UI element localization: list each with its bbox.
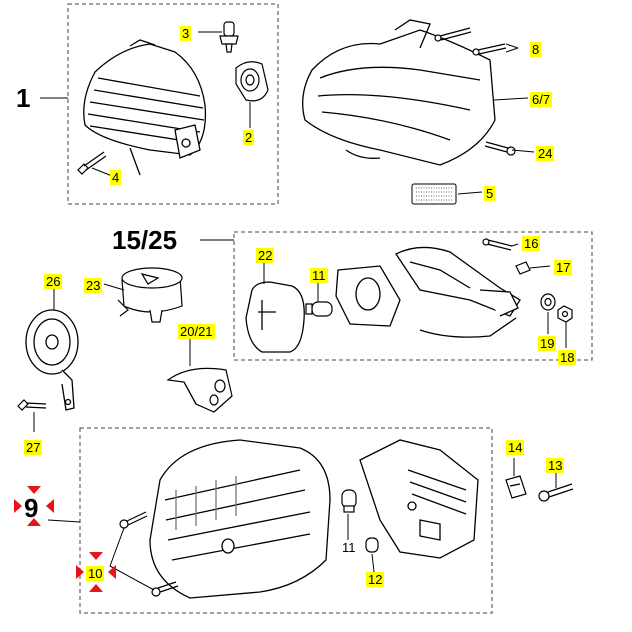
headlight-bulb-drawing <box>219 21 239 53</box>
callout-13: 13 <box>546 458 565 473</box>
callout-9: 9 <box>24 493 39 523</box>
indicator-housing-drawing <box>335 246 521 338</box>
screw-drawing-16 <box>482 238 513 251</box>
tail-bulb-drawing-11 <box>341 489 357 513</box>
bulb-holder-drawing <box>235 61 269 102</box>
beeper-drawing-23 <box>117 267 183 323</box>
callout-8: 8 <box>530 42 542 57</box>
clip-drawing-14 <box>505 475 527 499</box>
callout-22: 22 <box>256 248 275 263</box>
screw-drawing-10a <box>119 511 148 529</box>
tail-light-lens-drawing <box>149 439 331 599</box>
indicator-lens-drawing <box>245 281 305 353</box>
callout-14: 14 <box>506 440 525 455</box>
washer-drawing-17 <box>515 261 531 275</box>
callout-10: 10 <box>86 566 105 581</box>
group-box-indicators <box>233 231 593 361</box>
callout-19: 19 <box>538 336 557 351</box>
leader-lines <box>33 31 567 591</box>
horn-drawing-26 <box>25 309 79 411</box>
tail-bulb-drawing-12 <box>365 537 379 553</box>
screw-drawing-13 <box>538 483 574 502</box>
callout-6-7: 6/7 <box>530 92 553 107</box>
nut-drawing-18 <box>557 305 573 323</box>
screw-drawing-24 <box>484 141 516 156</box>
callout-11-tail: 11 <box>342 540 356 555</box>
spacer-drawing-19 <box>540 293 556 311</box>
callout-4: 4 <box>110 170 122 185</box>
selection-marker-10 <box>76 552 116 592</box>
callout-2: 2 <box>243 130 255 145</box>
bracket-drawing-20-21 <box>166 367 233 413</box>
screw-drawing-10b <box>151 581 179 597</box>
callout-24: 24 <box>536 146 555 161</box>
callout-23: 23 <box>84 278 103 293</box>
callout-18: 18 <box>558 350 577 365</box>
group-box-headlight <box>67 3 279 205</box>
callout-16: 16 <box>522 236 541 251</box>
callout-11-indicator: 11 <box>310 268 328 283</box>
callout-1: 1 <box>16 83 31 113</box>
headlight-drawing <box>83 39 207 176</box>
indicator-bulb-drawing-11 <box>305 301 333 317</box>
screw-drawing-27 <box>17 399 47 411</box>
callout-26: 26 <box>44 274 63 289</box>
tail-housing-drawing <box>359 439 479 559</box>
reflector-drawing-5 <box>411 183 457 205</box>
callout-20-21: 20/21 <box>178 324 215 339</box>
front-shield-drawing <box>302 19 496 166</box>
callout-5: 5 <box>484 186 496 201</box>
callout-27: 27 <box>24 440 43 455</box>
selection-marker-9 <box>14 486 54 526</box>
callout-3: 3 <box>180 26 192 41</box>
callout-15-25: 15/25 <box>112 225 178 255</box>
screw-drawing-4 <box>77 151 107 175</box>
screw-drawing-8 <box>434 27 507 56</box>
callout-17: 17 <box>554 260 573 275</box>
group-box-tail-light <box>79 427 493 614</box>
callout-12: 12 <box>366 572 385 587</box>
